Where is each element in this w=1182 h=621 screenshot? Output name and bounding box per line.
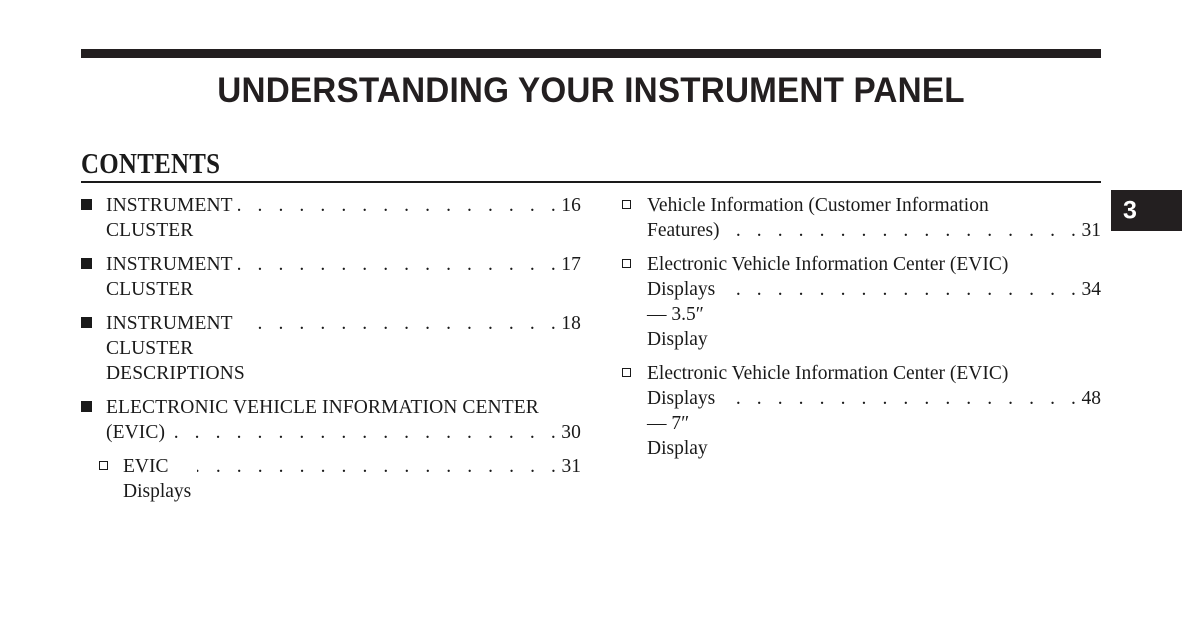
hollow-square-bullet-icon — [622, 368, 631, 377]
contents-entry-page-number: 31 — [1081, 220, 1102, 241]
filled-square-bullet-icon — [81, 199, 92, 210]
filled-square-bullet-icon — [81, 401, 92, 412]
contents-entry-page-number: 30 — [561, 422, 581, 443]
leader-dots: . . . . . . . . . . . . . . . . . . . . … — [171, 422, 562, 443]
contents-entry-text: INSTRUMENT CLUSTER DESCRIPTIONS . . . . .… — [81, 311, 581, 386]
contents-entry[interactable]: INSTRUMENT CLUSTER DESCRIPTIONS . . . . .… — [81, 311, 581, 386]
contents-entry-label-line2: Displays — 3.5″ Display — [647, 279, 721, 350]
contents-entry-text: ELECTRONIC VEHICLE INFORMATION CENTER (EV… — [81, 395, 581, 445]
contents-entry-label-line1: Electronic Vehicle Information Center (E… — [647, 254, 1009, 275]
contents-entry-text: Electronic Vehicle Information Center (E… — [622, 252, 1101, 352]
leader-dots: . . . . . . . . . . . . . . . . . . . . … — [725, 388, 1082, 409]
contents-heading: CONTENTS — [81, 148, 221, 180]
contents-entry-label-line1: Electronic Vehicle Information Center (E… — [647, 363, 1009, 384]
contents-entry-label: INSTRUMENT CLUSTER — [106, 195, 238, 241]
leader-dots: . . . . . . . . . . . . . . . . . . . . … — [238, 195, 562, 216]
contents-entry-page-number: 31 — [561, 456, 582, 477]
contents-entry-label-line1: Vehicle Information (Customer Informatio… — [647, 195, 989, 216]
contents-entry-text: Electronic Vehicle Information Center (E… — [622, 361, 1101, 461]
contents-entry[interactable]: INSTRUMENT CLUSTER. . . . . . . . . . . … — [81, 252, 581, 302]
header-rule — [81, 49, 1101, 58]
contents-entry-text: EVIC Displays. . . . . . . . . . . . . .… — [81, 454, 581, 504]
contents-column-left: INSTRUMENT CLUSTER. . . . . . . . . . . … — [81, 193, 581, 513]
contents-entry-page-number: 18 — [561, 313, 581, 334]
leader-dots: . . . . . . . . . . . . . . . . . . . . … — [726, 220, 1082, 241]
contents-column-right: Vehicle Information (Customer Informatio… — [622, 193, 1101, 470]
contents-entry[interactable]: Vehicle Information (Customer Informatio… — [622, 193, 1101, 243]
contents-divider — [81, 181, 1101, 183]
contents-entry-label-line2: Features) — [647, 220, 720, 241]
hollow-square-bullet-icon — [622, 200, 631, 209]
contents-entry-page-number: 48 — [1081, 388, 1102, 409]
contents-entry-label: INSTRUMENT CLUSTER — [106, 254, 238, 300]
contents-entry-page-number: 16 — [561, 195, 581, 216]
page-title: UNDERSTANDING YOUR INSTRUMENT PANEL — [217, 71, 965, 110]
contents-entry-label-line2: Displays — 7″ Display — [647, 388, 721, 459]
contents-entry[interactable]: ELECTRONIC VEHICLE INFORMATION CENTER (EV… — [81, 395, 581, 445]
contents-entry-text: INSTRUMENT CLUSTER. . . . . . . . . . . … — [81, 193, 581, 243]
contents-entry-text: Vehicle Information (Customer Informatio… — [622, 193, 1101, 243]
hollow-square-bullet-icon — [622, 259, 631, 268]
leader-dots: . . . . . . . . . . . . . . . . . . . . … — [197, 456, 562, 477]
contents-entry[interactable]: INSTRUMENT CLUSTER. . . . . . . . . . . … — [81, 193, 581, 243]
leader-dots: . . . . . . . . . . . . . . . . . . . . … — [730, 279, 1082, 300]
filled-square-bullet-icon — [81, 317, 92, 328]
hollow-square-bullet-icon — [99, 461, 108, 470]
chapter-tab-number: 3 — [1123, 196, 1137, 224]
contents-entry-label-line1: ELECTRONIC VEHICLE INFORMATION CENTER — [106, 397, 539, 418]
contents-entry-label: INSTRUMENT CLUSTER DESCRIPTIONS — [106, 313, 245, 384]
leader-dots: . . . . . . . . . . . . . . . . . . . . … — [251, 313, 562, 334]
contents-entry[interactable]: Electronic Vehicle Information Center (E… — [622, 361, 1101, 461]
filled-square-bullet-icon — [81, 258, 92, 269]
contents-entry-text: INSTRUMENT CLUSTER. . . . . . . . . . . … — [81, 252, 581, 302]
contents-entry[interactable]: Electronic Vehicle Information Center (E… — [622, 252, 1101, 352]
contents-entry-label: EVIC Displays — [123, 456, 192, 502]
contents-entry-label-line2: (EVIC) — [106, 422, 166, 443]
chapter-tab: 3 — [1111, 190, 1182, 231]
contents-entry-page-number: 17 — [561, 254, 581, 275]
leader-dots: . . . . . . . . . . . . . . . . . . . . … — [238, 254, 562, 275]
contents-entry[interactable]: EVIC Displays. . . . . . . . . . . . . .… — [81, 454, 581, 504]
contents-entry-page-number: 34 — [1081, 279, 1102, 300]
